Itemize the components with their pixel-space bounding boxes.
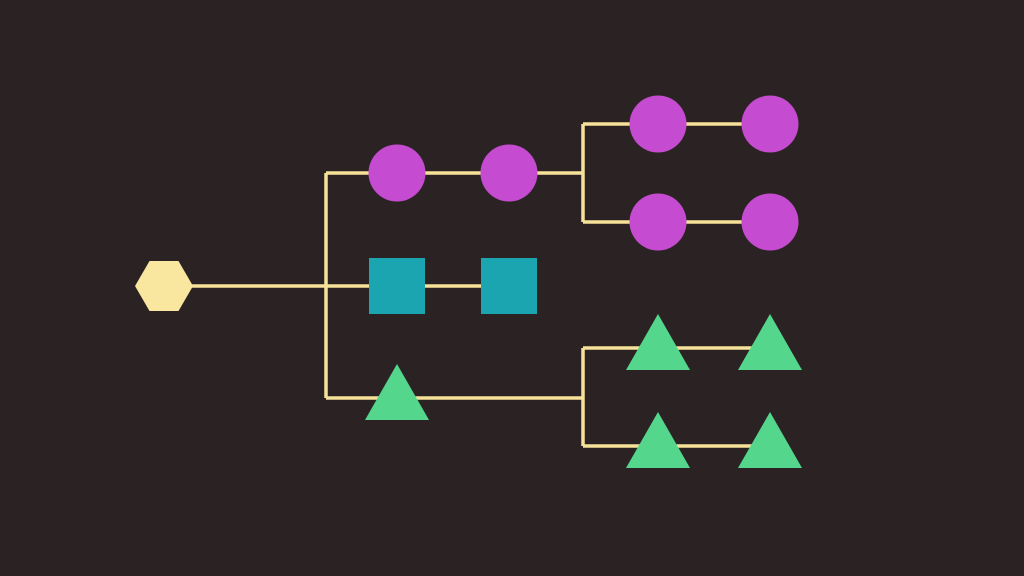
triangle-node: [626, 314, 690, 370]
triangle-node: [626, 412, 690, 468]
circle-node: [741, 95, 799, 153]
triangle-node: [738, 412, 802, 468]
square-node: [369, 258, 425, 314]
circle-node: [368, 144, 426, 202]
circle-node: [480, 144, 538, 202]
circle-node: [741, 193, 799, 251]
root-hexagon-node: [135, 261, 193, 311]
circle-node: [629, 193, 687, 251]
triangle-node: [365, 364, 429, 420]
triangle-node: [738, 314, 802, 370]
diagram-nodes: [135, 95, 802, 468]
square-node: [481, 258, 537, 314]
circle-node: [629, 95, 687, 153]
